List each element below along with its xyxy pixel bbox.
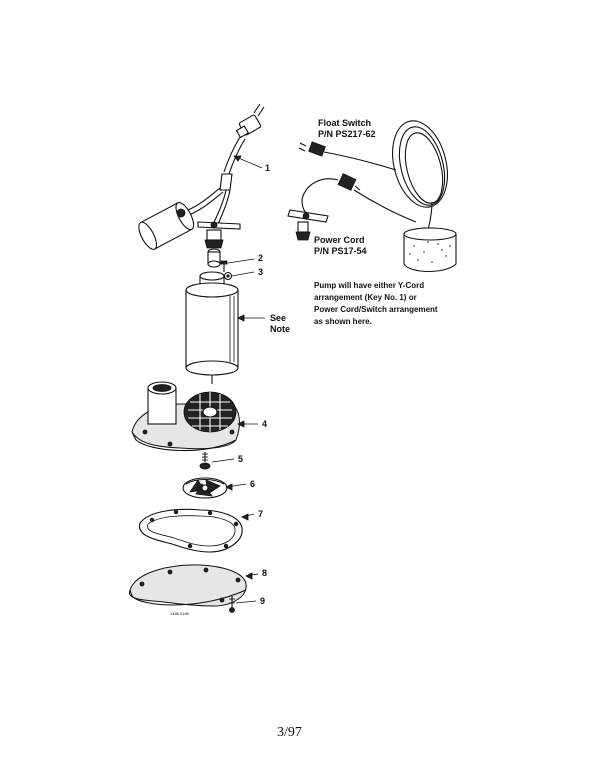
drawing-number: 1486 0166 [170, 611, 190, 616]
gasket-icon [139, 508, 243, 553]
power-cord-part-number: P/N PS17-54 [314, 246, 367, 256]
callout-4: 4 [262, 419, 267, 429]
note-line1: Pump will have either Y-Cord [314, 281, 424, 290]
switch-float-icon [403, 227, 457, 273]
float-switch-name: Float Switch [318, 118, 371, 128]
callout-1: 1 [265, 163, 270, 173]
float-icon [138, 201, 195, 250]
base-plate-icon [128, 564, 247, 607]
washer-icon [223, 271, 233, 281]
power-cord-name: Power Cord [314, 235, 365, 245]
callout-3: 3 [258, 267, 263, 277]
page-number: 3/97 [277, 725, 302, 740]
switch-plug-icon [298, 141, 326, 157]
pump-connector-icon [287, 209, 329, 241]
callout-2: 2 [258, 253, 263, 263]
piggyback-plug-icon [337, 173, 361, 191]
screw-icon [199, 452, 211, 470]
callout-8: 8 [262, 568, 267, 578]
note-line2: arrangement (Key No. 1) or [314, 293, 417, 302]
note-line3: Power Cord/Switch arrangement [314, 305, 438, 314]
float-switch-part-number: P/N PS217-62 [318, 129, 376, 139]
callout-5: 5 [238, 454, 243, 464]
motor-icon [185, 271, 239, 384]
see-note-line2: Note [270, 324, 290, 334]
see-note-line1: See [270, 313, 286, 323]
cap-screw-icon [220, 260, 228, 272]
float-switch-assembly [287, 120, 457, 273]
callout-9: 9 [260, 596, 265, 606]
bolt-icon [229, 596, 235, 613]
callout-6: 6 [250, 479, 255, 489]
impeller-icon [182, 477, 228, 499]
note-line4: as shown here. [314, 317, 372, 326]
y-cord-assembly [138, 103, 265, 268]
plug-icon [235, 103, 265, 139]
pump-housing-icon [131, 381, 240, 452]
callout-7: 7 [258, 509, 263, 519]
